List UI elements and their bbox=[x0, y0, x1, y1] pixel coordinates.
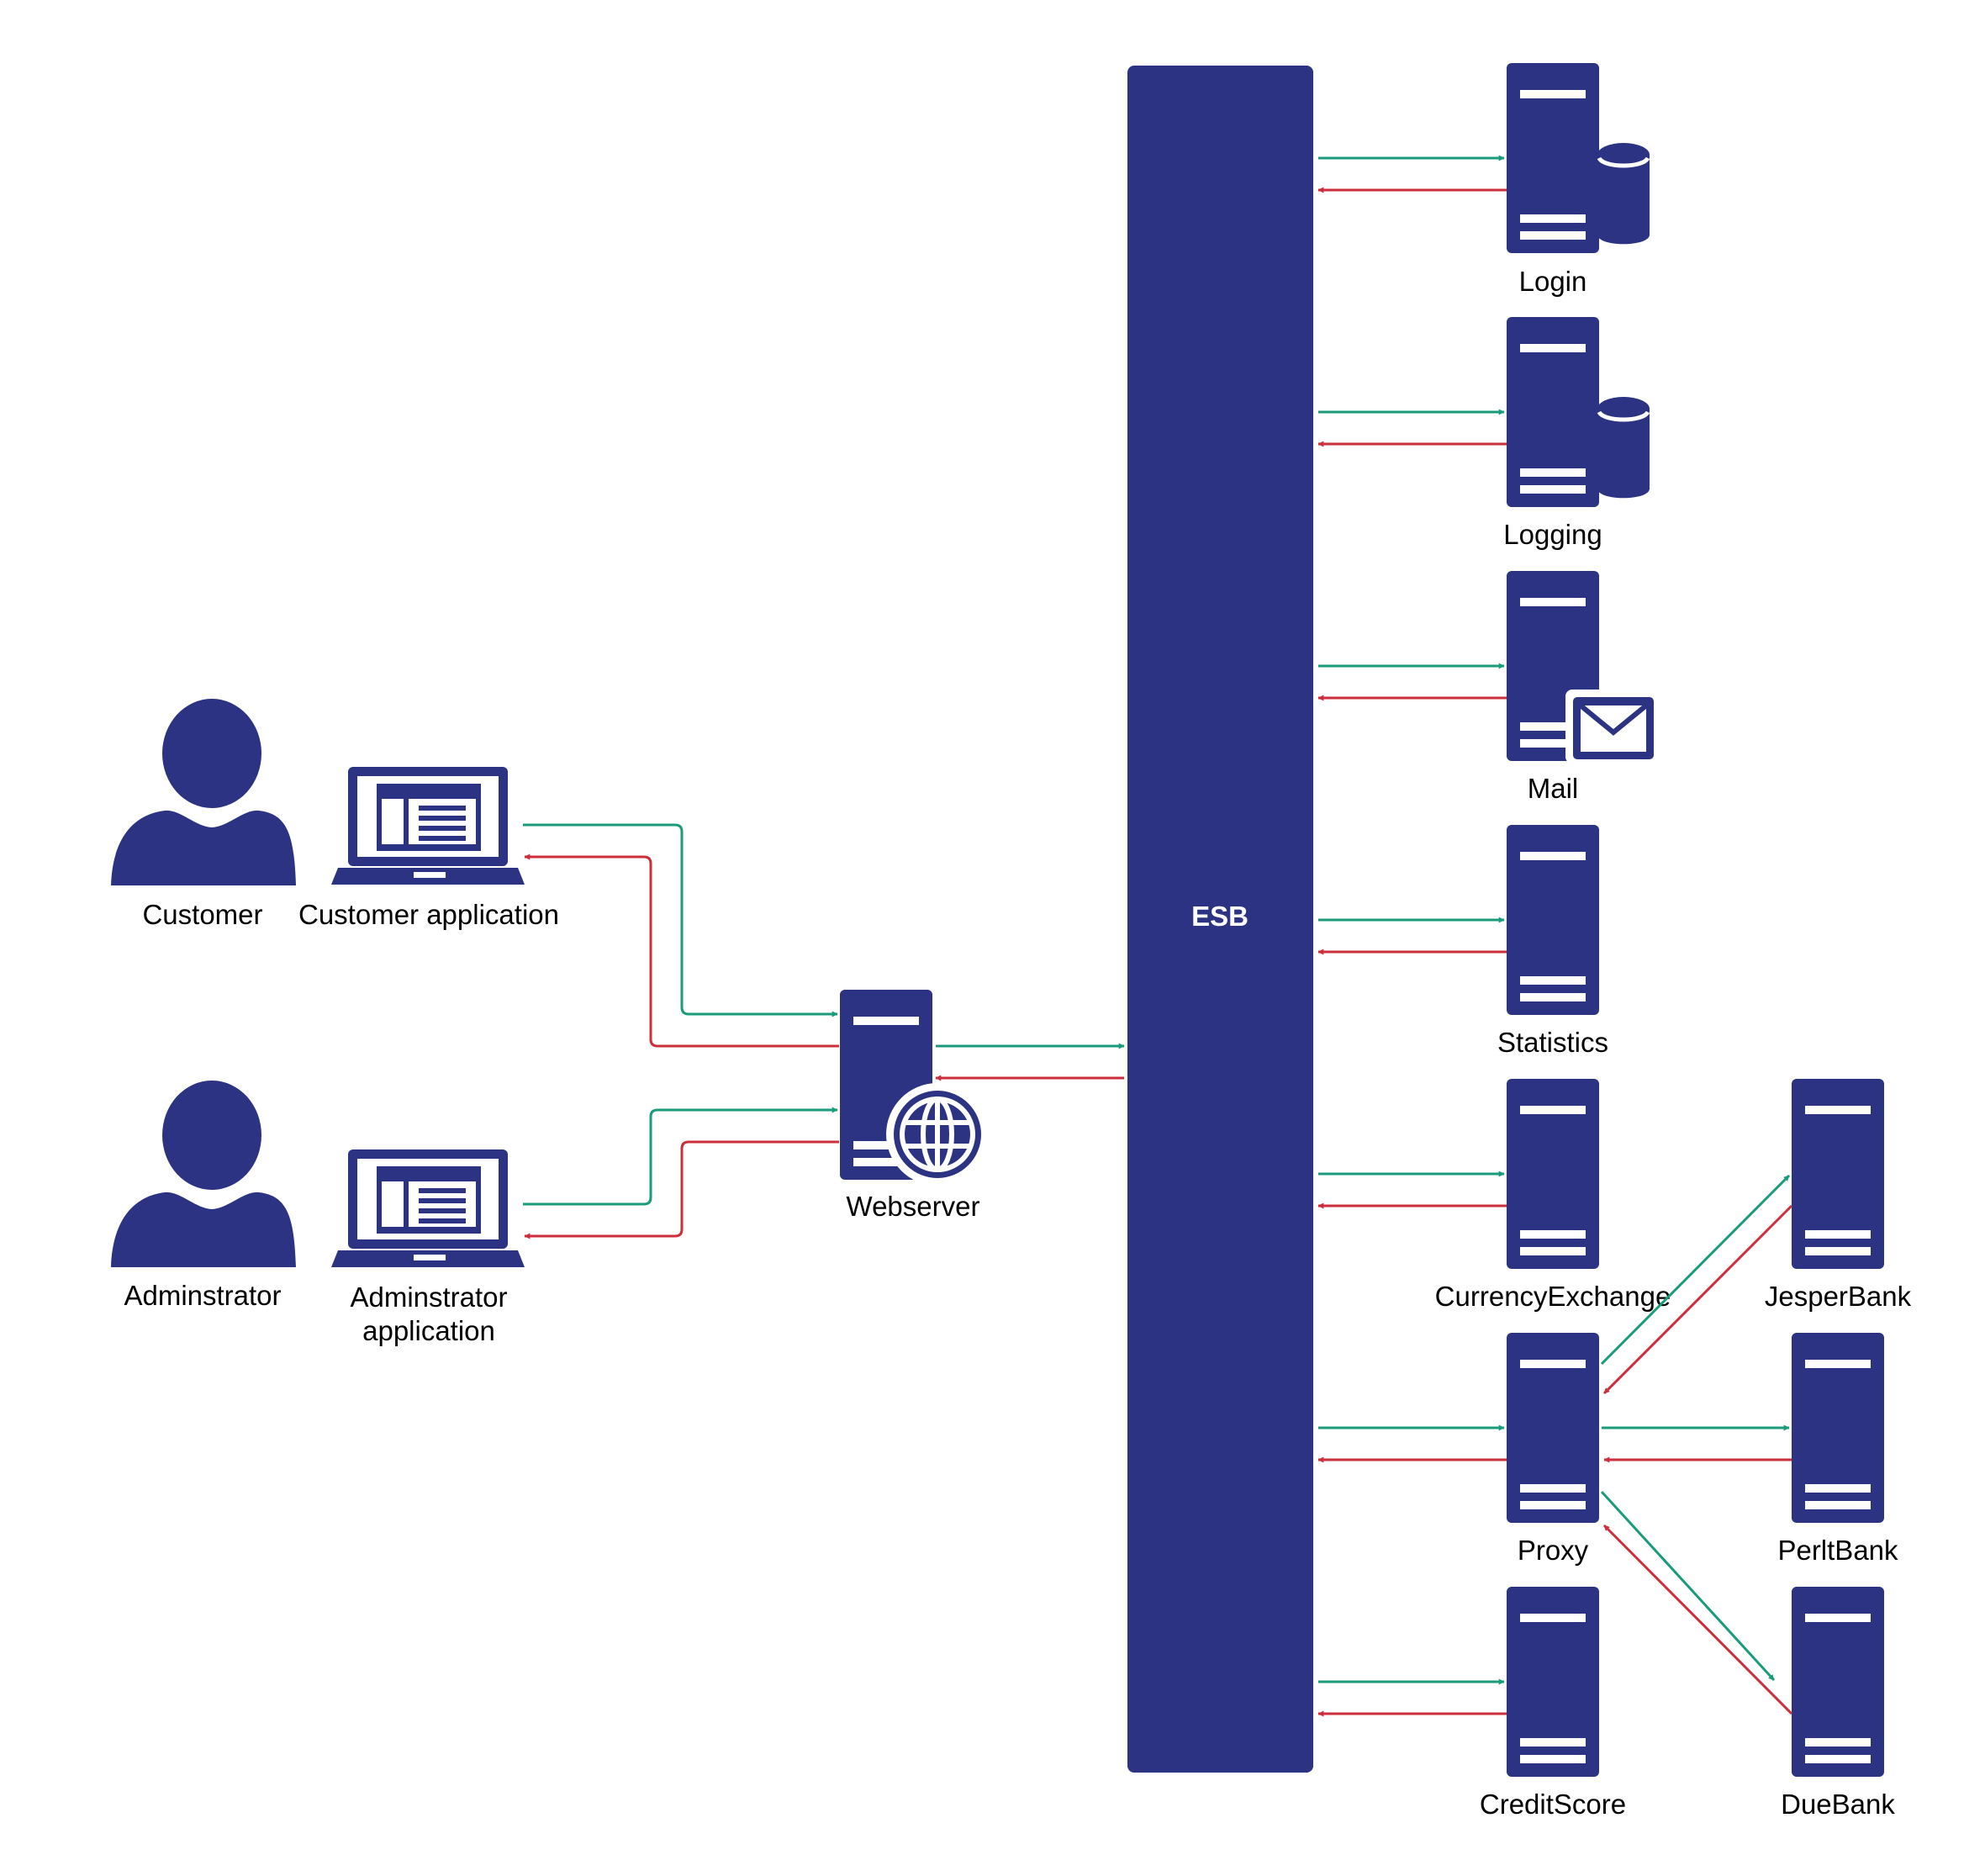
webserver-to-customer-app-response-arrow bbox=[524, 853, 839, 1048]
jesper-bank-to-proxy-response-arrow bbox=[1602, 1204, 1793, 1395]
credit-score-label: CreditScore bbox=[1480, 1789, 1626, 1820]
credit-score-server-icon bbox=[1507, 1587, 1599, 1777]
administrator-person-icon bbox=[111, 1081, 296, 1267]
customer-app-label: Customer application bbox=[298, 899, 559, 930]
admin-app-laptop-icon bbox=[331, 1149, 525, 1267]
mail-label: Mail bbox=[1528, 773, 1579, 804]
proxy-to-due-bank-request-arrow bbox=[1600, 1490, 1776, 1682]
logging-label: Logging bbox=[1503, 519, 1602, 550]
webserver-to-admin-app-response-arrow bbox=[524, 1140, 839, 1239]
administrator-label: Adminstrator bbox=[124, 1280, 281, 1311]
webserver-server-globe-icon bbox=[840, 990, 989, 1186]
proxy-to-jesper-bank-request-arrow bbox=[1600, 1174, 1791, 1366]
customer-person-icon bbox=[111, 699, 296, 885]
customer-app-laptop-icon bbox=[331, 767, 525, 885]
admin-app-to-webserver-request-arrow bbox=[523, 1107, 838, 1206]
jesper-bank-label: JesperBank bbox=[1765, 1281, 1912, 1312]
statistics-server-icon bbox=[1507, 825, 1599, 1015]
admin-app-label-line1: Adminstrator bbox=[350, 1281, 507, 1313]
due-bank-to-proxy-response-arrow bbox=[1602, 1524, 1793, 1715]
due-bank-label: DueBank bbox=[1781, 1789, 1895, 1820]
due-bank-server-icon bbox=[1792, 1587, 1884, 1777]
jesper-bank-server-icon bbox=[1792, 1079, 1884, 1269]
login-server-database-icon bbox=[1507, 63, 1650, 253]
mail-server-mail-icon bbox=[1507, 571, 1658, 764]
currency-exchange-server-icon bbox=[1507, 1079, 1599, 1269]
login-label: Login bbox=[1519, 266, 1587, 297]
perlt-bank-server-icon bbox=[1792, 1333, 1884, 1523]
esb-bar bbox=[1127, 66, 1313, 1773]
customer-app-to-webserver-request-arrow bbox=[523, 823, 838, 1017]
proxy-label: Proxy bbox=[1518, 1535, 1589, 1566]
esb-label: ESB bbox=[1191, 901, 1249, 932]
logging-server-database-icon bbox=[1507, 317, 1650, 507]
currency-exchange-label: CurrencyExchange bbox=[1435, 1281, 1671, 1312]
admin-app-label-line2: application bbox=[362, 1315, 495, 1346]
perlt-bank-label: PerltBank bbox=[1777, 1535, 1898, 1566]
webserver-label: Webserver bbox=[847, 1191, 980, 1222]
customer-label: Customer bbox=[142, 899, 262, 930]
statistics-label: Statistics bbox=[1497, 1027, 1608, 1058]
proxy-server-icon bbox=[1507, 1333, 1599, 1523]
